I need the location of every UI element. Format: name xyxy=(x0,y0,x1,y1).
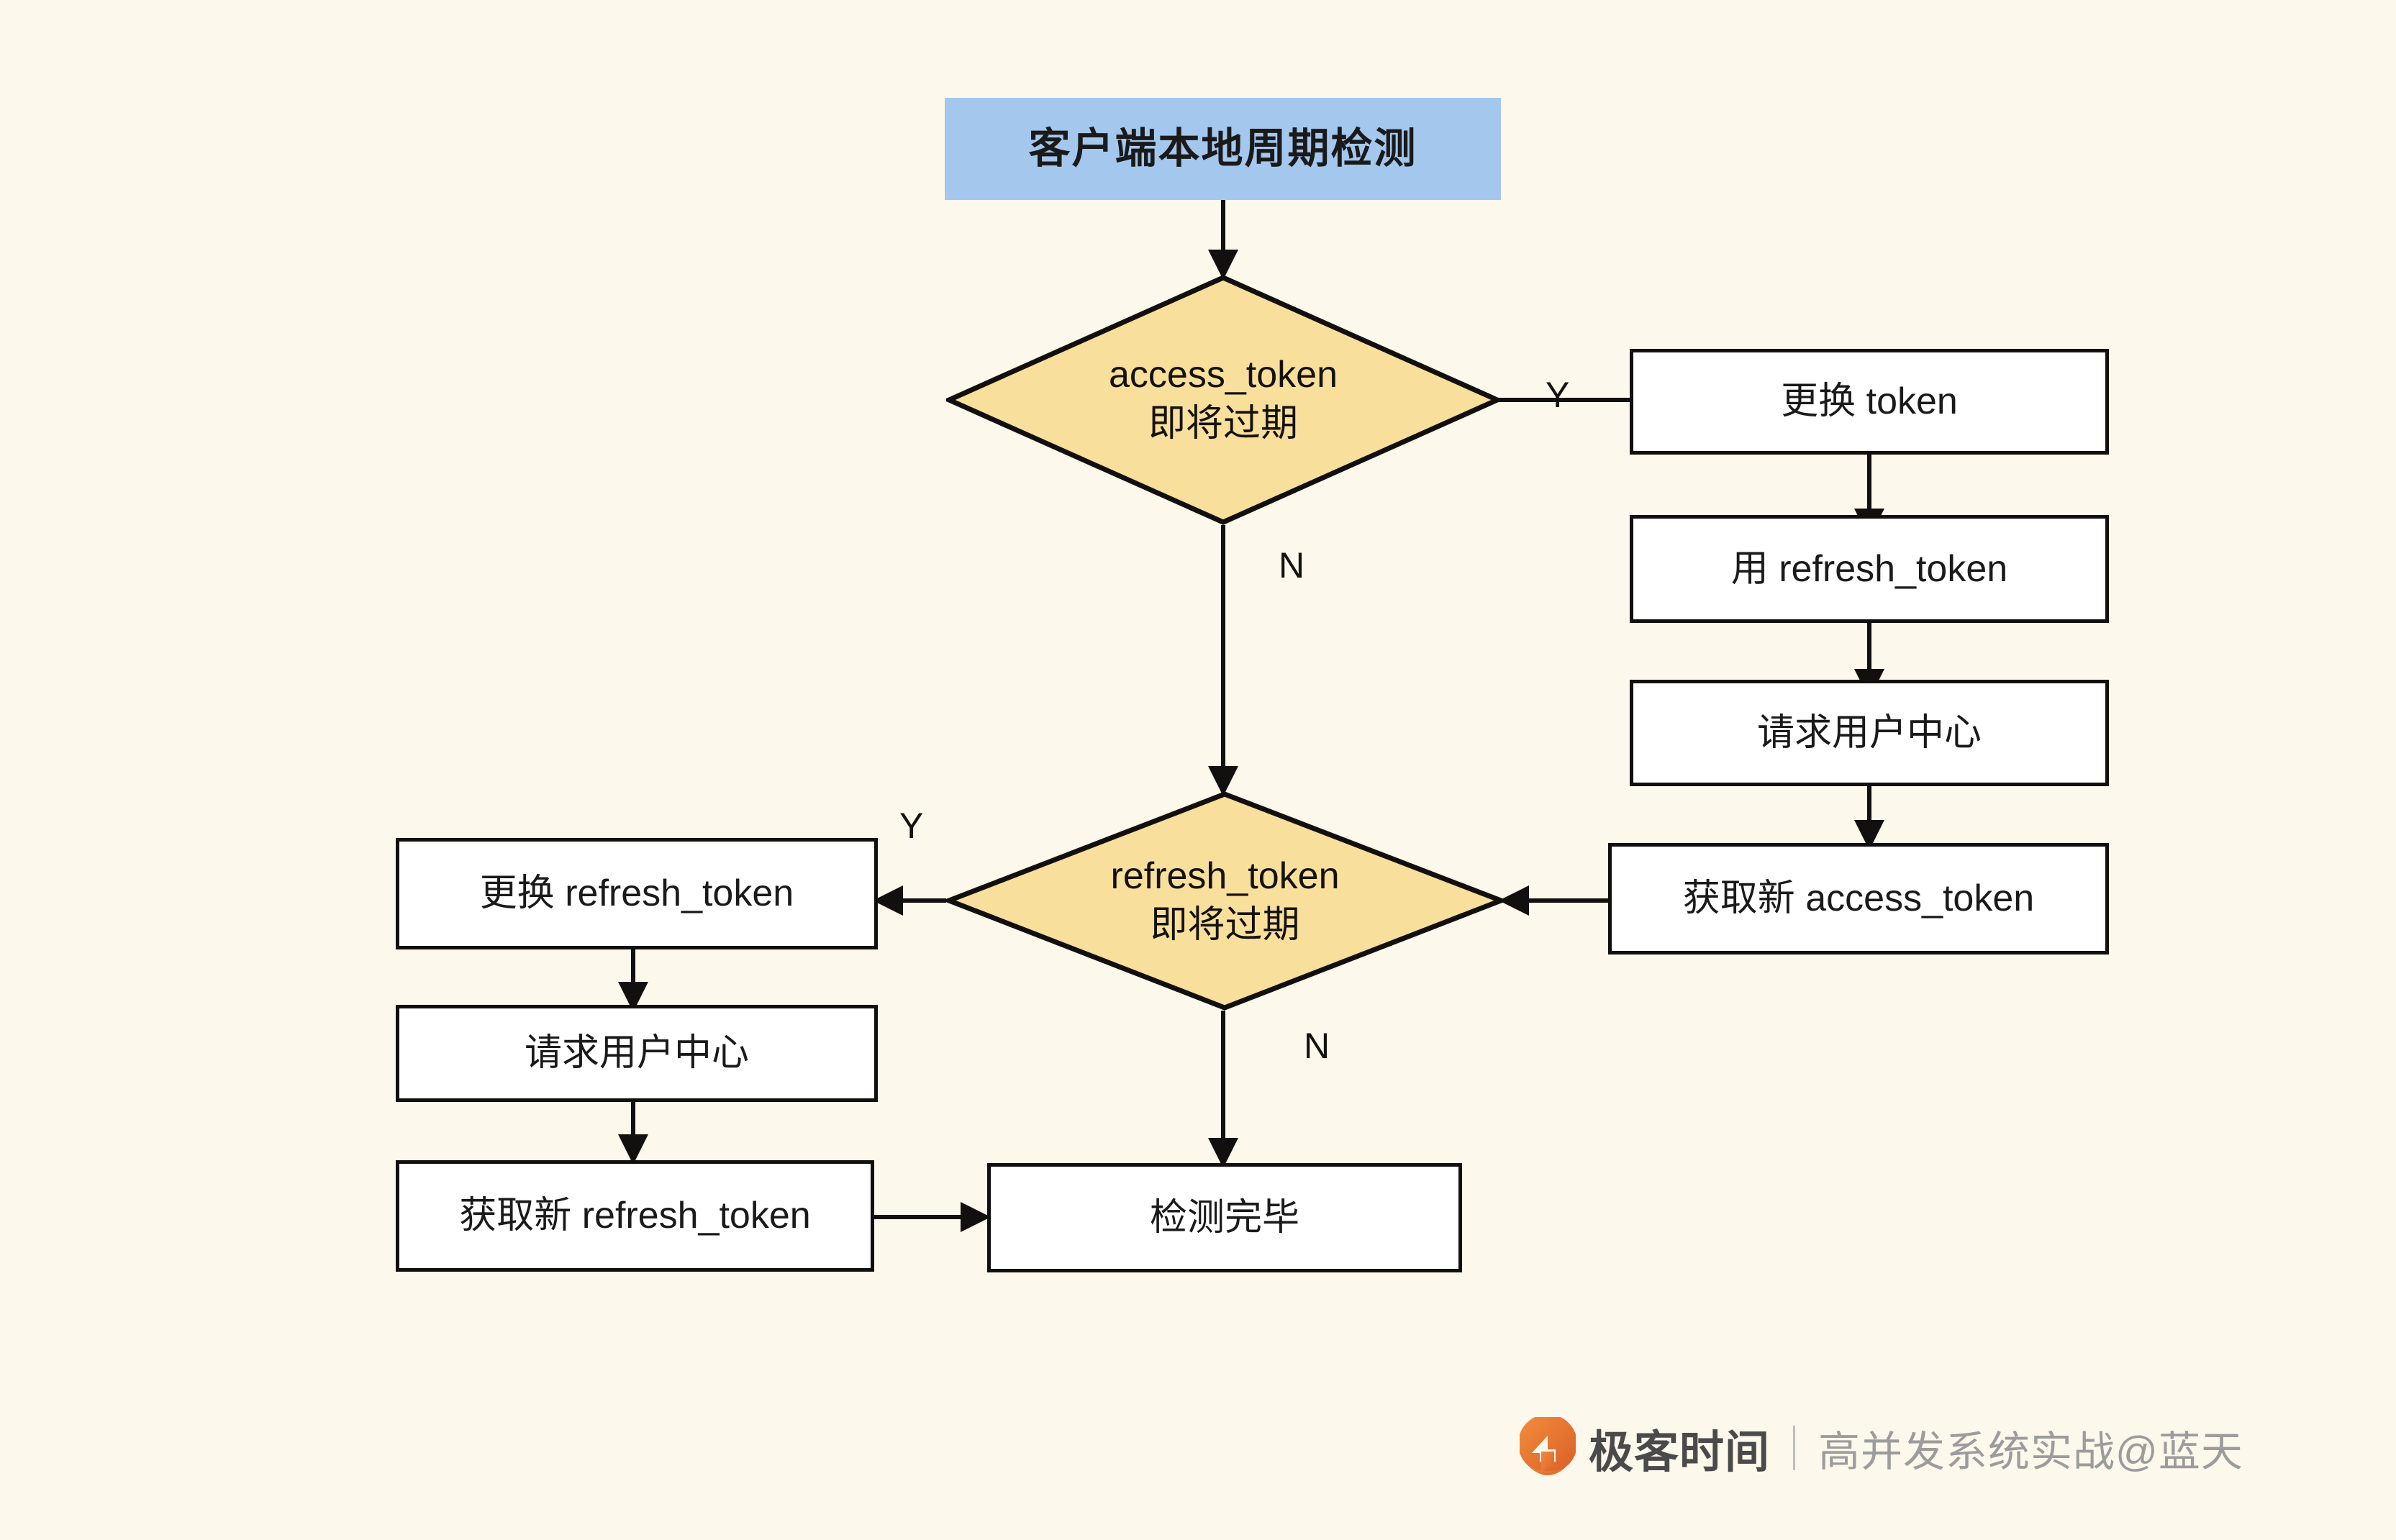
node-decision-refresh-token-expiring[interactable]: refresh_token 即将过期 xyxy=(946,791,1504,1011)
node-start-client-periodic-check[interactable]: 客户端本地周期检测 xyxy=(945,98,1501,200)
watermark-subtitle: 高并发系统实战@蓝天 xyxy=(1818,1429,2243,1475)
node-swap-token[interactable]: 更换 token xyxy=(1630,349,2109,455)
node-get-new-refresh-token[interactable]: 获取新 refresh_token xyxy=(396,1160,874,1272)
node-use-refresh-token[interactable]: 用 refresh_token xyxy=(1630,515,2109,623)
watermark-brand: 极客时间 xyxy=(1589,1428,1771,1477)
decision-access-token-label: access_token 即将过期 xyxy=(946,275,1500,525)
node-detection-complete[interactable]: 检测完毕 xyxy=(987,1163,1462,1272)
edge-label-access-token-yes: Y xyxy=(1546,375,1570,415)
decision-refresh-token-line2: 即将过期 xyxy=(1150,903,1300,946)
edge-label-access-token-no: N xyxy=(1279,545,1305,586)
node-get-new-access-token[interactable]: 获取新 access_token xyxy=(1608,843,2109,954)
node-decision-access-token-expiring[interactable]: access_token 即将过期 xyxy=(946,275,1500,525)
decision-diamond-shape xyxy=(946,791,1504,1011)
decision-access-token-line1: access_token xyxy=(1109,354,1338,396)
decision-refresh-token-label: refresh_token 即将过期 xyxy=(946,791,1504,1011)
edge-label-refresh-token-no: N xyxy=(1304,1026,1330,1066)
decision-access-token-line2: 即将过期 xyxy=(1148,403,1298,445)
watermark: 极客时间 高并发系统实战@蓝天 xyxy=(1518,1414,2243,1480)
decision-diamond-shape xyxy=(946,275,1500,525)
node-request-user-center-left[interactable]: 请求用户中心 xyxy=(396,1005,878,1102)
node-request-user-center-right[interactable]: 请求用户中心 xyxy=(1630,680,2109,786)
watermark-separator xyxy=(1793,1426,1796,1470)
edge-label-refresh-token-yes: Y xyxy=(899,806,924,846)
decision-refresh-token-line1: refresh_token xyxy=(1110,855,1340,897)
node-swap-refresh-token[interactable]: 更换 refresh_token xyxy=(396,838,878,949)
geekbang-logo-icon xyxy=(1518,1414,1577,1479)
